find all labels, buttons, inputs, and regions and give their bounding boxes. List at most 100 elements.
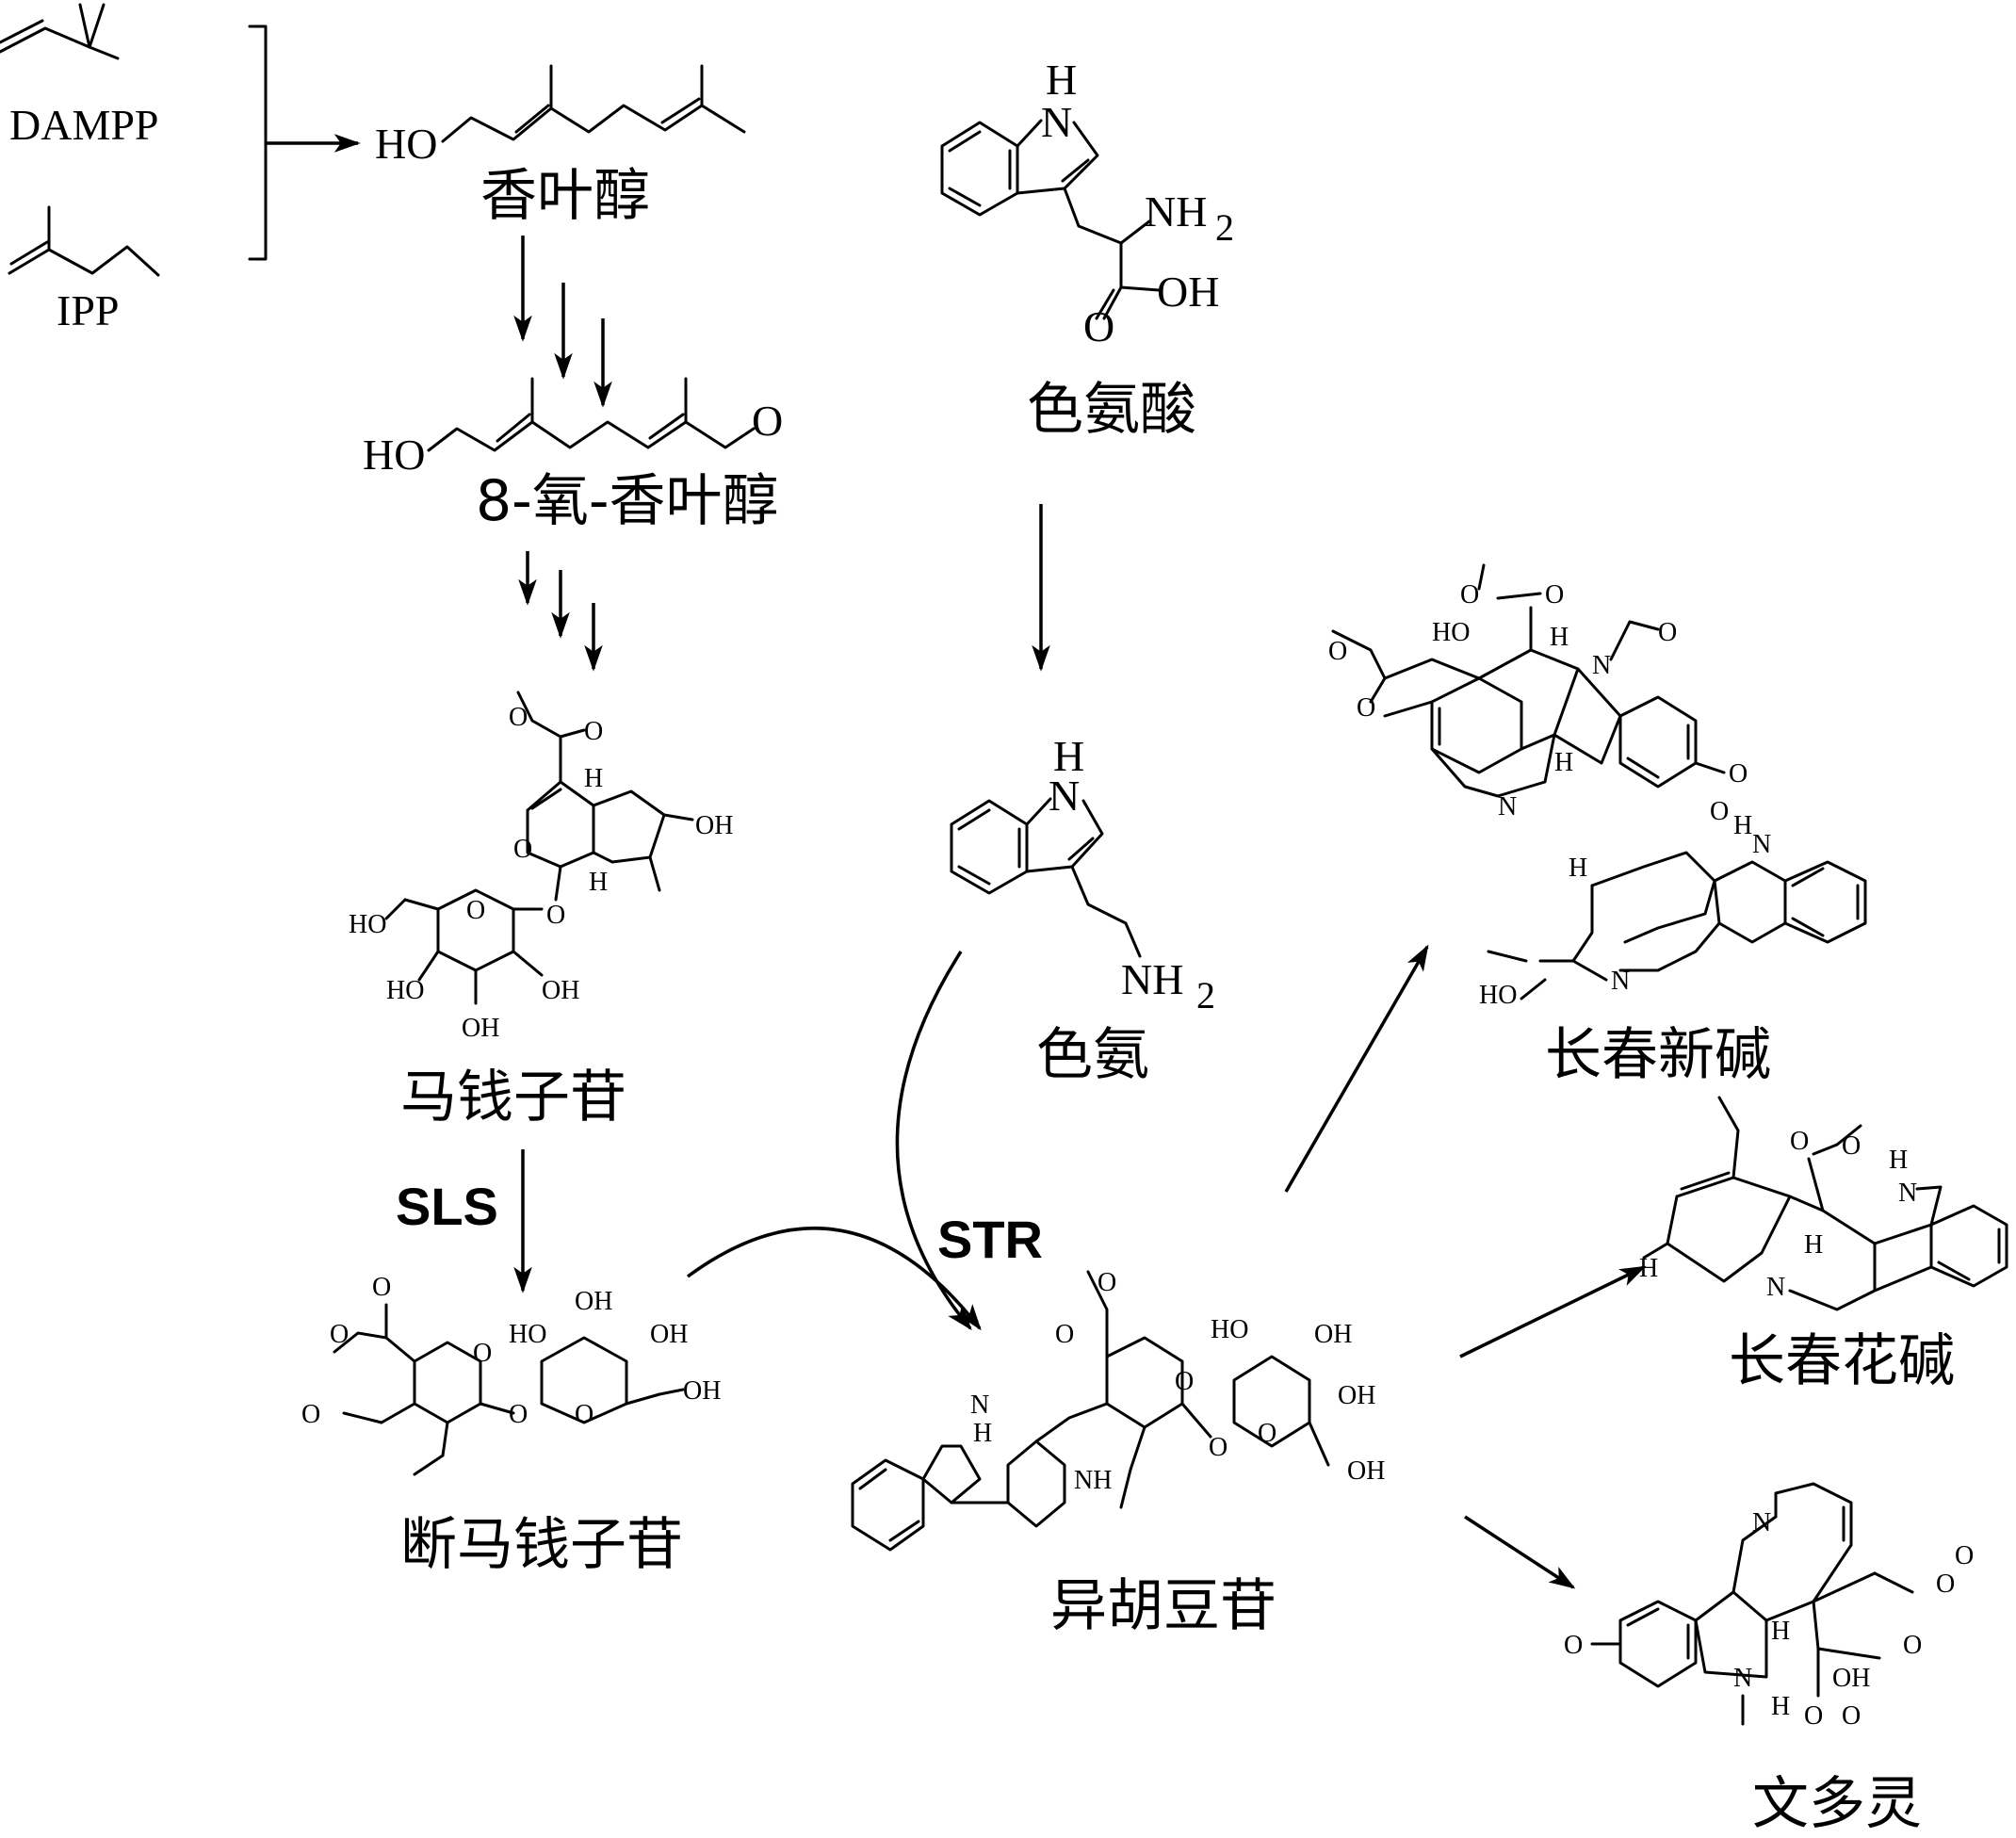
- loganin-glucose-oh-2: OH: [462, 1014, 499, 1043]
- seco-ester-o: O: [330, 1320, 349, 1349]
- trp-h: H: [1046, 56, 1077, 104]
- seco-glucose-oh-1: OH: [575, 1287, 612, 1316]
- vcr-lower-o: O: [1710, 797, 1729, 826]
- vin-ester-o: O: [1804, 1701, 1823, 1731]
- strict-indole-h: H: [973, 1419, 992, 1448]
- vincristine-structure: O O HO H N O O O N H O O H N H: [1328, 563, 1867, 1010]
- arrow-to-vincristine: [1284, 944, 1429, 1193]
- arrow-to-catharanthine: [1459, 1265, 1647, 1358]
- seco-aldehyde-o: O: [301, 1400, 320, 1429]
- cat-indole-h: H: [1889, 1146, 1908, 1175]
- arrow-str: [895, 951, 972, 1331]
- loganin-h-2: H: [589, 868, 608, 897]
- cat-h-2: H: [1804, 1230, 1823, 1260]
- loganin-glucose-oh-1: OH: [542, 976, 579, 1005]
- seco-glyco-o: O: [509, 1400, 528, 1429]
- loganin-glucose-o: O: [466, 896, 485, 925]
- loganin-ester-o: O: [509, 703, 528, 732]
- loganin-ring-o: O: [513, 835, 532, 864]
- vcr-acetyl-o-1: O: [1328, 637, 1347, 666]
- seco-ring-o: O: [473, 1339, 492, 1368]
- vcr-o-1: O: [1460, 580, 1479, 610]
- vin-ester-o-2: O: [1842, 1701, 1861, 1731]
- vcr-n-1: N: [1592, 651, 1611, 680]
- tryptophan-structure: H N NH 2 OH O: [940, 56, 1234, 350]
- vcr-h-2: H: [1554, 748, 1573, 777]
- str-enzyme-label: STR: [937, 1210, 1043, 1269]
- ipp-label: IPP: [57, 286, 119, 334]
- strictosidine-structure: O O O O NH N H HO OH OH O OH: [851, 1268, 1385, 1552]
- vin-h-1: H: [1771, 1617, 1790, 1646]
- catharanthine-structure: O O H H N H N: [1639, 1096, 2008, 1311]
- vcr-formyl-o: O: [1658, 618, 1677, 647]
- secologanin-label: 断马钱子苷: [400, 1512, 683, 1578]
- vcr-lower-h: H: [1733, 811, 1752, 840]
- loganin-glyco-o: O: [546, 901, 565, 930]
- cat-o-1: O: [1790, 1127, 1809, 1156]
- geraniol-label: 香叶醇: [480, 163, 650, 229]
- tryptamine-structure: H N NH 2: [950, 732, 1215, 1017]
- vcr-ho: HO: [1432, 618, 1470, 647]
- vincristine-label: 长春新碱: [1545, 1022, 1771, 1088]
- oxo-geraniol-o-label: O: [752, 397, 783, 445]
- vin-h-2: H: [1771, 1692, 1790, 1721]
- tryptophan-label: 色氨酸: [1027, 377, 1196, 443]
- arrow-to-vindoline: [1464, 1515, 1576, 1589]
- cat-o-2: O: [1842, 1131, 1861, 1161]
- strict-glyco-o: O: [1209, 1433, 1227, 1462]
- seco-glucose-ho: HO: [509, 1320, 546, 1349]
- oxo-geraniol-structure: HO O: [363, 377, 783, 479]
- loganin-glucose-ho-2: HO: [386, 976, 424, 1005]
- tryptamine-n: N: [1049, 772, 1080, 820]
- loganin-glucose-ho-1: HO: [349, 910, 386, 939]
- vin-oh: OH: [1832, 1664, 1870, 1693]
- vcr-lower-n-2: N: [1611, 967, 1630, 996]
- trp-o: O: [1083, 302, 1114, 350]
- cat-indole-n: N: [1898, 1179, 1917, 1208]
- tryptamine-h: H: [1053, 732, 1084, 780]
- vcr-lower-ho: HO: [1479, 981, 1517, 1010]
- trp-nh2: NH: [1145, 187, 1207, 236]
- vindoline-label: 文多灵: [1752, 1771, 1922, 1837]
- dampp-label: DAMPP: [9, 101, 159, 149]
- strict-nh: NH: [1074, 1466, 1112, 1495]
- loganin-carbonyl-o: O: [584, 717, 603, 746]
- loganin-h-1: H: [584, 764, 603, 793]
- oxo-geraniol-ho-label: HO: [363, 431, 425, 479]
- trp-n: N: [1041, 98, 1072, 146]
- strict-carbonyl-o: O: [1055, 1320, 1074, 1349]
- cat-h-1: H: [1639, 1254, 1658, 1283]
- sls-enzyme-label: SLS: [396, 1177, 498, 1236]
- vin-acetyl-o-1: O: [1936, 1570, 1955, 1599]
- ipp-structure: [8, 205, 160, 277]
- vcr-n-2: N: [1498, 792, 1517, 821]
- vin-methoxy-o: O: [1564, 1631, 1583, 1660]
- vcr-h-1: H: [1550, 623, 1569, 652]
- vcr-o-2: O: [1545, 580, 1564, 610]
- dampp-structure: [0, 3, 120, 60]
- loganin-label: 马钱子苷: [400, 1065, 626, 1130]
- catharanthine-label: 长春花碱: [1729, 1328, 1955, 1394]
- vin-acetyl-o-3: O: [1903, 1631, 1922, 1660]
- strict-glucose-oh-1: OH: [1314, 1320, 1352, 1349]
- strictosidine-label: 异胡豆苷: [1050, 1573, 1276, 1639]
- geraniol-ho-label: HO: [375, 120, 437, 168]
- strict-glucose-o: O: [1258, 1419, 1276, 1448]
- vin-acetyl-o-2: O: [1955, 1541, 1974, 1570]
- geraniol-structure: HO: [375, 64, 746, 168]
- strict-glucose-oh-3: OH: [1347, 1456, 1385, 1486]
- trp-oh: OH: [1157, 268, 1219, 316]
- vcr-lower-h-2: H: [1569, 854, 1587, 883]
- oxo-geraniol-label: 8-氧-香叶醇: [476, 468, 778, 534]
- strict-ring-o: O: [1175, 1367, 1194, 1396]
- vcr-methoxy-o: O: [1729, 759, 1748, 789]
- loganin-structure: O O O OH H H O O HO HO OH OH: [349, 691, 733, 1043]
- strict-indole-n: N: [970, 1391, 989, 1420]
- cat-n: N: [1766, 1273, 1785, 1302]
- vindoline-structure: N O O O OH O O H H N O: [1564, 1482, 1974, 1731]
- arrow-secologanin-to-strictosidine: [686, 1227, 982, 1331]
- strict-glucose-ho: HO: [1211, 1315, 1248, 1344]
- precursor-bracket: [248, 24, 268, 261]
- seco-carbonyl-o: O: [372, 1273, 391, 1302]
- vin-n-2: N: [1733, 1664, 1752, 1693]
